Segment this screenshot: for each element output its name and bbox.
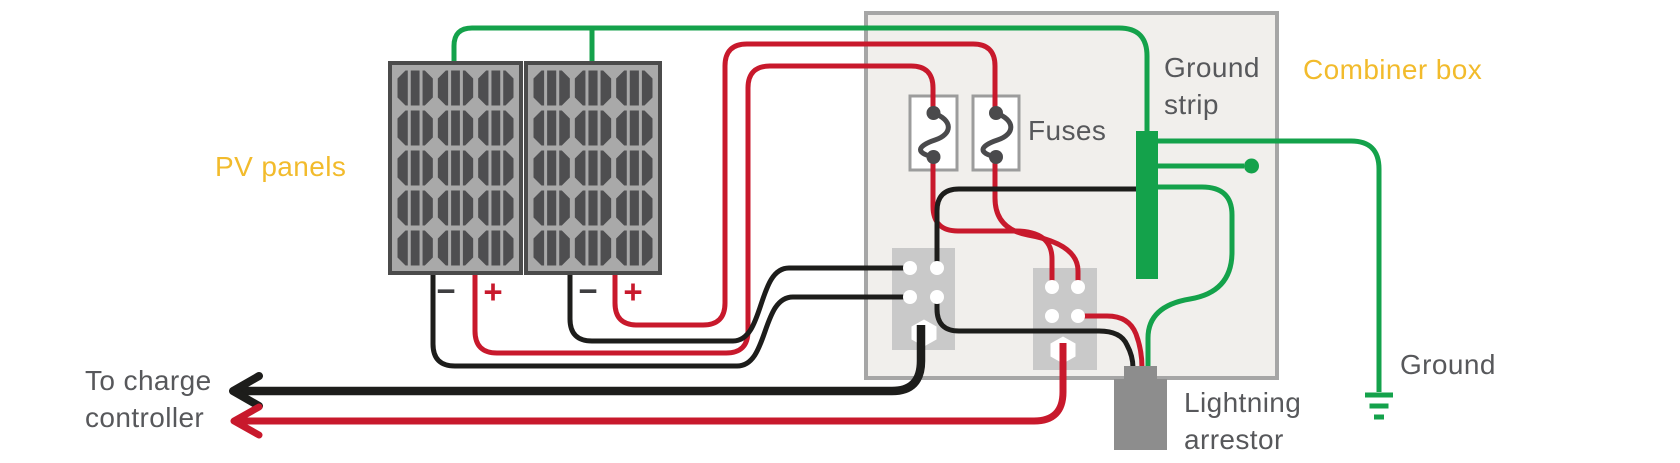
wire-fuse1-to-positive-bus xyxy=(930,157,1055,287)
wire-negative-output xyxy=(240,325,926,396)
pv1-negative-mark: − xyxy=(436,272,456,309)
terminal xyxy=(930,290,944,304)
wire-ground-strip-to-rod xyxy=(1157,138,1382,392)
fuses-label: Fuses xyxy=(1028,115,1107,146)
to-charge-label-line2: controller xyxy=(85,402,205,433)
pv-panel-2 xyxy=(524,61,662,275)
wire-positive-to-arrestor xyxy=(1078,313,1145,369)
wire-pv2-negative-to-bus xyxy=(567,265,910,344)
lightning-arrestor-label: Lightning arrestor xyxy=(1184,384,1301,458)
wire-fuse2-to-positive-bus xyxy=(992,157,1081,287)
ground-strip-label: Ground strip xyxy=(1164,49,1260,123)
fuse-2-element xyxy=(980,106,1014,164)
wire-pv1-negative-to-bus xyxy=(430,270,910,369)
wire-pv1-positive-to-fuse1 xyxy=(472,63,936,356)
terminal xyxy=(1045,280,1059,294)
terminal xyxy=(903,261,917,275)
negative-arrow-icon xyxy=(229,372,263,410)
terminal xyxy=(930,261,944,275)
ground-stub-terminal-dot xyxy=(1244,158,1259,174)
terminal xyxy=(1071,309,1085,323)
pv2-negative-mark: − xyxy=(578,272,598,309)
wire-pv-ground-main xyxy=(451,25,1150,133)
terminal xyxy=(1071,280,1085,294)
positive-arrow-icon xyxy=(230,403,263,439)
pv2-positive-mark: + xyxy=(623,273,643,310)
lightning-arrestor-label-line2: arrestor xyxy=(1184,424,1284,455)
ground-strip-label-line2: strip xyxy=(1164,89,1219,120)
to-charge-label-line1: To charge xyxy=(85,365,212,396)
terminal xyxy=(903,290,917,304)
lightning-arrestor-label-line1: Lightning xyxy=(1184,387,1302,418)
wire-pv2-positive-to-fuse2 xyxy=(612,41,998,328)
ground-strip-bar xyxy=(1136,131,1158,279)
pv-panels-label: PV panels xyxy=(215,151,347,182)
pv-panel-1 xyxy=(388,61,523,275)
fuse-1-element xyxy=(918,106,951,164)
wire-ground-to-arrestor xyxy=(1145,184,1235,368)
combiner-box-label: Combiner box xyxy=(1303,54,1483,85)
earth-ground-icon xyxy=(1365,392,1393,420)
ground-wiring xyxy=(451,25,1382,392)
positive-wiring xyxy=(240,41,1081,425)
pv-panel-2-cells xyxy=(533,70,653,266)
wire-positive-output xyxy=(240,343,1067,425)
ground-strip-label-line1: Ground xyxy=(1164,52,1260,83)
to-charge-controller-label: To charge controller xyxy=(85,362,212,436)
negative-wiring xyxy=(240,186,1140,396)
positive-bus-terminals xyxy=(1045,280,1085,323)
terminal xyxy=(1045,309,1059,323)
negative-bus-terminals xyxy=(903,261,944,304)
wire-negative-bond-to-ground-strip xyxy=(934,186,1140,268)
lightning-arrestor xyxy=(1114,366,1167,450)
pv-panel-1-cells xyxy=(397,70,514,266)
wire-negative-to-arrestor xyxy=(934,297,1136,369)
ground-label: Ground xyxy=(1400,349,1496,380)
pv1-positive-mark: + xyxy=(483,273,503,310)
